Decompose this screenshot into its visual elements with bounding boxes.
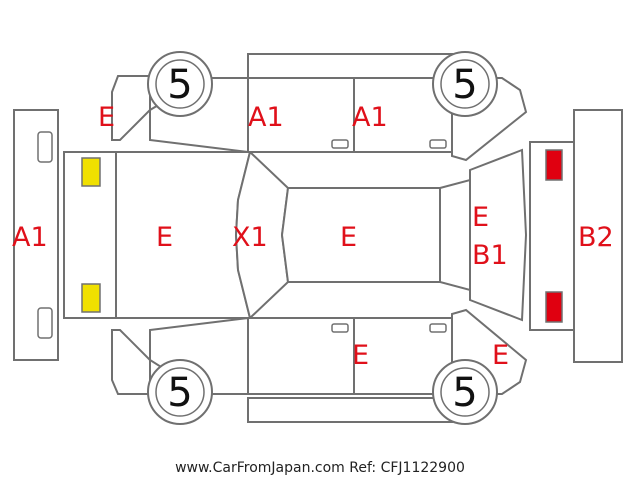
tire-front-left: 5 [147,51,213,117]
rear-window [439,178,471,292]
code-rear-left-door: A1 [352,102,388,133]
roof [280,187,441,283]
code-front-left-fender: E [98,102,115,133]
code-rear-right-quarter: E [492,340,509,371]
tire-rear-left: 5 [432,51,498,117]
hood [115,151,252,319]
tire-front-right: 5 [147,359,213,425]
tire-front-left-value: 5 [167,62,192,108]
front-bumper [13,109,59,361]
rear-lights [529,141,577,331]
rear-hatch [469,148,528,322]
front-left-light [81,157,101,187]
front-lights [63,151,117,319]
rear-right-light [545,291,563,323]
code-rear-hatch: B1 [472,240,508,271]
code-hood: E [156,222,173,253]
code-rear-window: E [472,202,489,233]
front-right-door [247,317,355,395]
rear-left-light [545,149,563,181]
code-windshield: X1 [232,222,268,253]
code-front-bumper: A1 [12,222,48,253]
rear-bumper [573,109,623,363]
tire-rear-left-value: 5 [452,62,477,108]
code-front-left-door: A1 [248,102,284,133]
front-right-light [81,283,101,313]
code-rear-right-door: E [352,340,369,371]
code-roof: E [340,222,357,253]
left-side [111,53,528,162]
code-rear-bumper: B2 [578,222,614,253]
tire-front-right-value: 5 [167,370,192,416]
tire-rear-right-value: 5 [452,370,477,416]
source-footer: www.CarFromJapan.com Ref: CFJ1122900 [175,460,465,476]
tire-rear-right: 5 [432,359,498,425]
